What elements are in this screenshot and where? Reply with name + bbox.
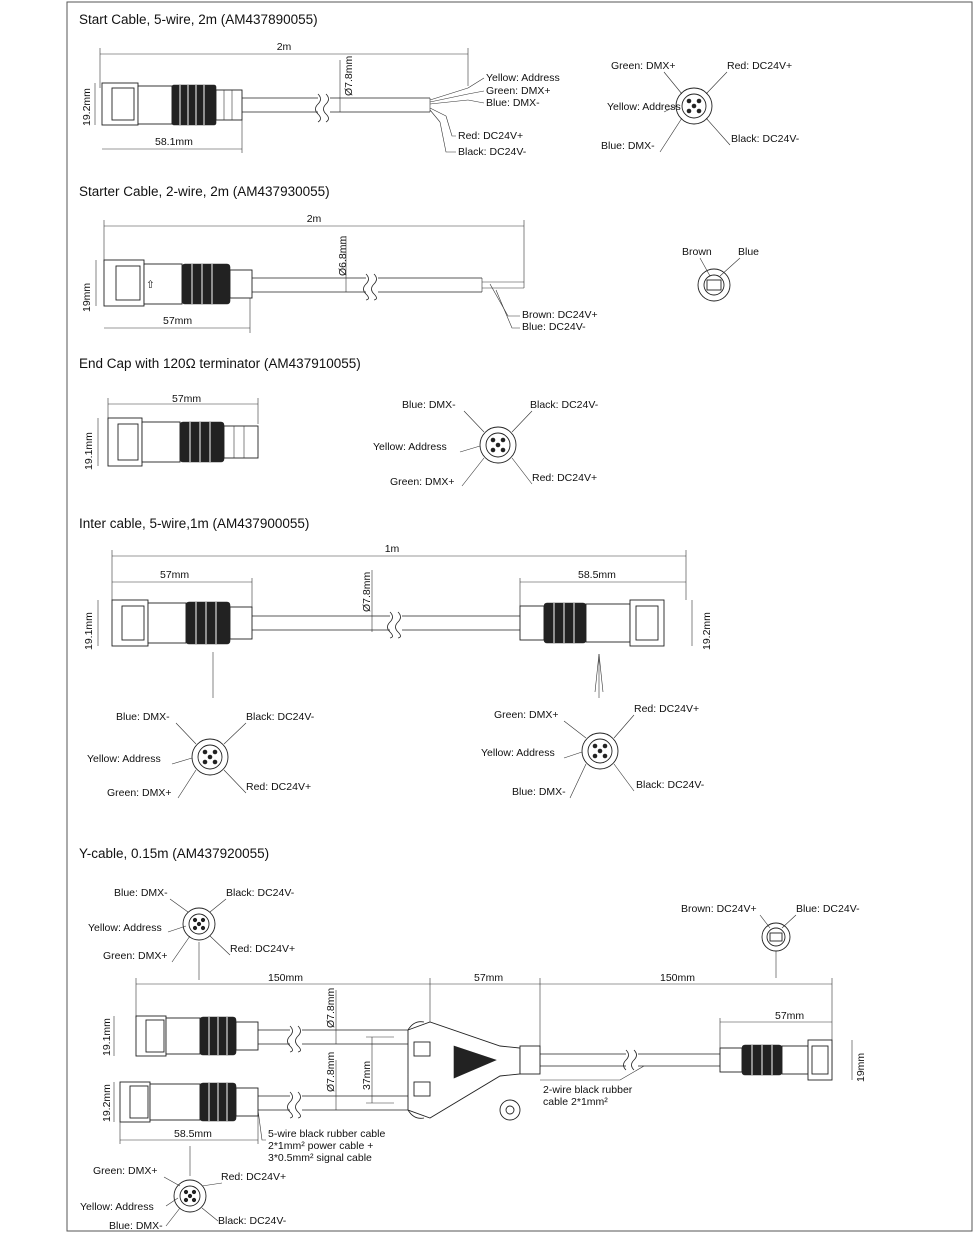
endcap-title: End Cap with 120Ω terminator (AM43791005…	[79, 356, 361, 371]
starter-length: 2m	[307, 213, 322, 225]
start-cable-drawing: 2m Ø7.8mm 19.2mm 58.1mm	[81, 41, 800, 158]
inter-left-pin-label: Black: DC24V-	[246, 711, 315, 723]
ycable-note-5wire: 3*0.5mm² signal cable	[268, 1152, 372, 1164]
ycable-dia-bottom: Ø7.8mm	[325, 1051, 337, 1092]
start-wire-label: Green: DMX+	[486, 85, 550, 97]
ycable-top-pin-label: Red: DC24V+	[230, 943, 295, 955]
endcap-pin-label: Black: DC24V-	[530, 399, 599, 411]
ycable-note-5wire: 2*1mm² power cable +	[268, 1140, 373, 1152]
ycable-bottom-pin-label: Red: DC24V+	[221, 1171, 286, 1183]
ycable-bottom-pin-label: Green: DMX+	[93, 1165, 157, 1177]
ycable-h-right: 19mm	[855, 1053, 867, 1082]
ycable-top-pin-label: Black: DC24V-	[226, 887, 295, 899]
inter-left-pin-label: Green: DMX+	[107, 787, 171, 799]
inter-title: Inter cable, 5-wire,1m (AM437900055)	[79, 516, 309, 531]
inter-left-length: 57mm	[160, 569, 189, 581]
endcap-length: 57mm	[172, 393, 201, 405]
inter-dia: Ø7.8mm	[361, 571, 373, 612]
starter-dia: Ø6.8mm	[337, 235, 349, 276]
ycable-dim-left: 150mm	[268, 972, 303, 984]
inter-left-pin-label: Blue: DMX-	[116, 711, 170, 723]
starter-title: Starter Cable, 2-wire, 2m (AM437930055)	[79, 184, 330, 199]
starter-conn-length: 57mm	[163, 315, 192, 327]
endcap-pin-label: Green: DMX+	[390, 476, 454, 488]
inter-right-pin-label: Red: DC24V+	[634, 703, 699, 715]
start-wire-label: Red: DC24V+	[458, 130, 523, 142]
ycable-title: Y-cable, 0.15m (AM437920055)	[79, 846, 269, 861]
endcap-pin-label: Yellow: Address	[373, 441, 447, 453]
inter-right-pin-label: Yellow: Address	[481, 747, 555, 759]
start-dia: Ø7.8mm	[343, 55, 355, 96]
start-pin-label: Black: DC24V-	[731, 133, 800, 145]
inter-right-pin-label: Black: DC24V-	[636, 779, 705, 791]
ycable-dim-conn-right: 57mm	[775, 1010, 804, 1022]
ycable-note-2wire: 2-wire black rubber	[543, 1084, 633, 1096]
starter-cable-drawing: 2m ⇧ Ø6.8mm 19mm 57mm Brown: DC24V+ Blue…	[81, 213, 759, 333]
ycable-note-2wire: cable 2*1mm²	[543, 1096, 608, 1108]
start-pin-label: Red: DC24V+	[727, 60, 792, 72]
ycable-bottom-pin-label: Black: DC24V-	[218, 1215, 287, 1227]
start-pin-label: Green: DMX+	[611, 60, 675, 72]
inter-right-pin-label: Blue: DMX-	[512, 786, 566, 798]
inter-left-height: 19.1mm	[83, 612, 95, 650]
ycable-bottom-pin-label: Yellow: Address	[80, 1201, 154, 1213]
inter-left-pin-label: Red: DC24V+	[246, 781, 311, 793]
endcap-height: 19.1mm	[83, 432, 95, 470]
start-conn-length: 58.1mm	[155, 136, 193, 148]
ycable-top-pin-label: Blue: DMX-	[114, 887, 168, 899]
ycable-top-pin-label: Green: DMX+	[103, 950, 167, 962]
ycable-drawing: Blue: DMX- Black: DC24V- Yellow: Address…	[80, 887, 867, 1232]
page-frame	[66, 1, 973, 1232]
endcap-drawing: 57mm 19.1mm Blue: DMX- Black: DC24V- Yel…	[83, 393, 599, 488]
start-wire-label: Blue: DMX-	[486, 97, 540, 109]
start-title: Start Cable, 5-wire, 2m (AM437890055)	[79, 12, 318, 27]
start-height: 19.2mm	[81, 88, 93, 126]
ycable-dim-mid: 57mm	[474, 972, 503, 984]
ycable-right-pin-label: Blue: DC24V-	[796, 903, 860, 915]
inter-right-pin-label: Green: DMX+	[494, 709, 558, 721]
ycable-right-pin-label: Brown: DC24V+	[681, 903, 757, 915]
ycable-top-pin-label: Yellow: Address	[88, 922, 162, 934]
inter-right-length: 58.5mm	[578, 569, 616, 581]
ycable-note-5wire: 5-wire black rubber cable	[268, 1128, 385, 1140]
ycable-spacing: 37mm	[361, 1061, 373, 1090]
starter-wire-label: Brown: DC24V+	[522, 309, 598, 321]
ycable-dim-right: 150mm	[660, 972, 695, 984]
start-length: 2m	[277, 41, 292, 53]
ycable-h-top: 19.1mm	[101, 1018, 113, 1056]
inter-cable-drawing: 1m 57mm 58.5mm Ø7.8mm 19.1mm	[83, 543, 713, 799]
endcap-pin-label: Red: DC24V+	[532, 472, 597, 484]
svg-text:⇧: ⇧	[146, 279, 155, 291]
inter-left-pin-label: Yellow: Address	[87, 753, 161, 765]
ycable-dia-top: Ø7.8mm	[325, 987, 337, 1028]
inter-right-height: 19.2mm	[701, 612, 713, 650]
ycable-h-bottom: 19.2mm	[101, 1084, 113, 1122]
starter-wire-label: Blue: DC24V-	[522, 321, 586, 333]
starter-pin-label: Brown	[682, 246, 712, 258]
endcap-pin-label: Blue: DMX-	[402, 399, 456, 411]
starter-height: 19mm	[81, 283, 93, 312]
start-wire-label: Yellow: Address	[486, 72, 560, 84]
start-wire-label: Black: DC24V-	[458, 146, 527, 158]
start-pin-label: Blue: DMX-	[601, 140, 655, 152]
inter-length: 1m	[385, 543, 400, 555]
ycable-bottom-pin-label: Blue: DMX-	[109, 1220, 163, 1232]
starter-pin-label: Blue	[738, 246, 759, 258]
start-pin-label: Yellow: Address	[607, 101, 681, 113]
ycable-dim-conn-left: 58.5mm	[174, 1128, 212, 1140]
